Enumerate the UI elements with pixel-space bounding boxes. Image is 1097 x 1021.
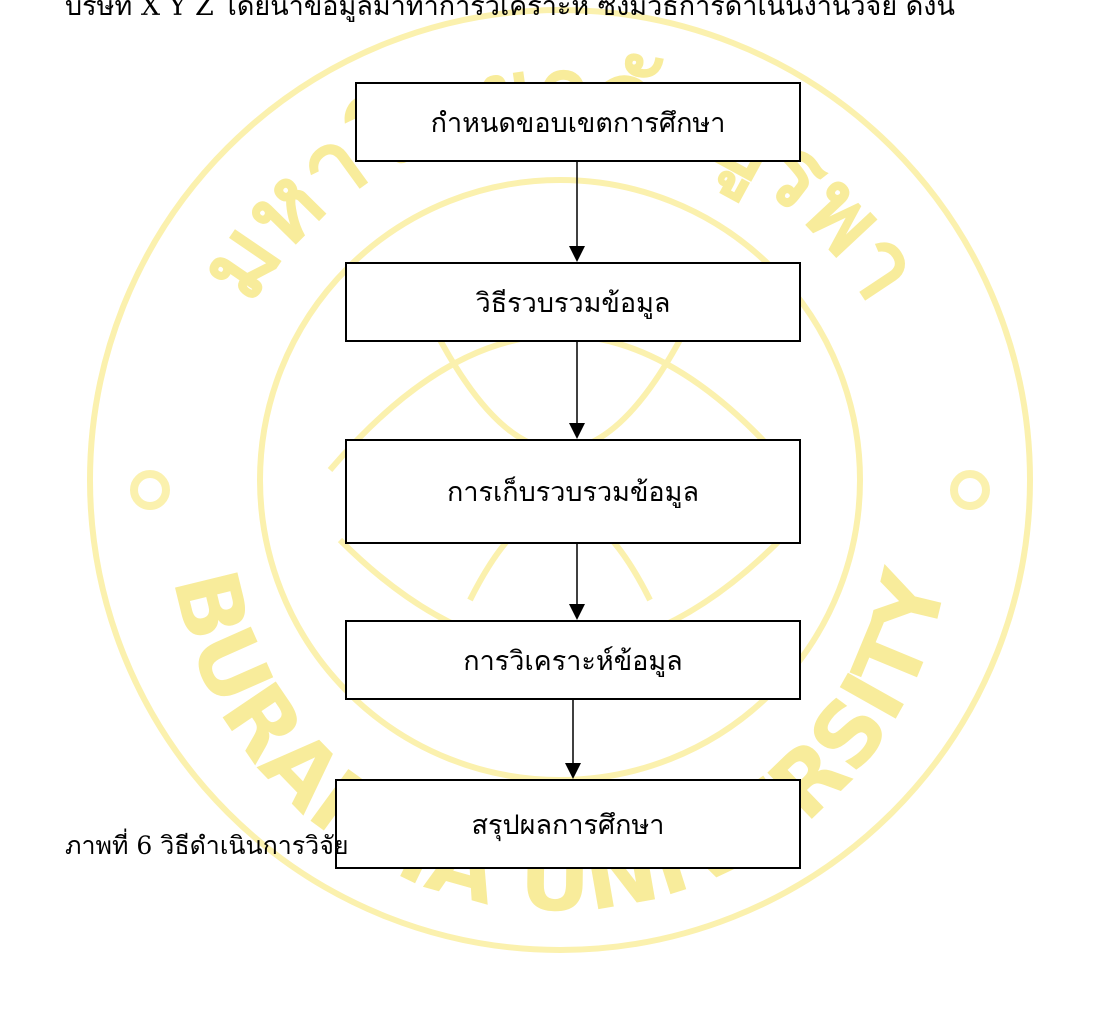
flow-step-3-label: การเก็บรวบรวมข้อมูล [446, 477, 699, 508]
flow-step-2: วิธีรวบรวมข้อมูล [345, 262, 801, 342]
arrow-3-to-4 [569, 544, 585, 620]
flow-step-3: การเก็บรวบรวมข้อมูล [345, 439, 801, 544]
flow-step-1: กำหนดขอบเขตการศึกษา [355, 82, 801, 162]
figure-caption: ภาพที่ 6 วิธีดำเนินการวิจัย [65, 831, 349, 860]
flow-step-2-label: วิธีรวบรวมข้อมูล [475, 287, 671, 319]
arrow-1-to-2 [569, 162, 585, 262]
flow-step-1-label: กำหนดขอบเขตการศึกษา [430, 107, 726, 139]
flow-step-5-label: สรุปผลการศึกษา [471, 809, 665, 841]
flow-step-4-label: การวิเคราะห์ข้อมูล [463, 645, 683, 677]
arrow-2-to-3 [569, 342, 585, 439]
arrow-4-to-5 [565, 700, 581, 779]
flow-step-4: การวิเคราะห์ข้อมูล [345, 620, 801, 700]
header-text: บริษัท X Y Z โดยนำข้อมูลมาทำการวิเคราะห์… [65, 0, 955, 22]
flow-step-5: สรุปผลการศึกษา [335, 779, 801, 869]
